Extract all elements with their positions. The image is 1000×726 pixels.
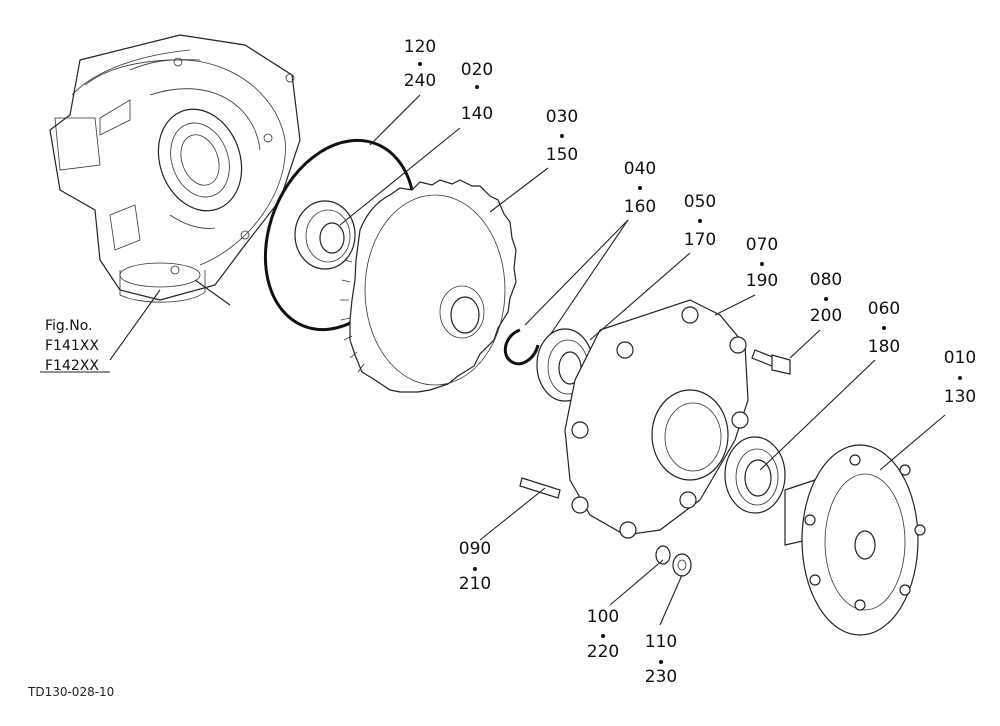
callout-top: 020 xyxy=(461,60,493,80)
figure-ref-line-2: F142XX xyxy=(45,358,99,374)
leader-lines xyxy=(40,94,946,626)
cover-plate-070 xyxy=(564,299,749,539)
callout-bottom: 200 xyxy=(810,306,842,326)
callout-top: 050 xyxy=(684,192,716,212)
snap-ring-040 xyxy=(503,328,540,366)
callout-top: 080 xyxy=(810,270,842,290)
washer-100 xyxy=(655,545,671,565)
callout-bottom: 190 xyxy=(746,271,778,291)
oil-seal-060 xyxy=(724,436,786,514)
callout-090-210: 090 210 xyxy=(459,539,491,594)
nut-110 xyxy=(672,553,692,577)
bolt-080 xyxy=(751,349,791,375)
figure-ref-label: Fig.No. xyxy=(45,318,93,334)
callout-030-150: 030 150 xyxy=(546,107,578,165)
callout-bottom: 210 xyxy=(459,574,491,594)
callout-top: 070 xyxy=(746,235,778,255)
stud-bolt-090 xyxy=(519,477,561,499)
callout-020-140: 020 140 xyxy=(461,60,493,124)
callout-bottom: 150 xyxy=(546,145,578,165)
ring-gear-030 xyxy=(340,179,517,393)
figure-ref-line-1: F141XX xyxy=(45,338,99,354)
flange-shaft-010 xyxy=(784,444,926,636)
callout-050-170: 050 170 xyxy=(684,192,716,250)
callout-bottom: 240 xyxy=(404,71,436,91)
callout-060-180: 060 180 xyxy=(868,299,900,357)
bearing-020 xyxy=(294,200,356,270)
callout-bottom: 130 xyxy=(944,387,976,407)
callout-top: 060 xyxy=(868,299,900,319)
callout-bottom: 160 xyxy=(624,197,656,217)
callout-040-160: 040 160 xyxy=(624,159,656,217)
callout-top: 120 xyxy=(404,37,436,57)
callout-bottom: 220 xyxy=(587,642,619,662)
callout-120-240: 120 240 xyxy=(404,37,436,91)
callout-100-220: 100 220 xyxy=(587,607,619,662)
callout-bottom: 230 xyxy=(645,667,677,687)
callout-bottom: 170 xyxy=(684,230,716,250)
callout-070-190: 070 190 xyxy=(746,235,778,291)
callout-top: 010 xyxy=(944,348,976,368)
callout-top: 110 xyxy=(645,632,677,652)
callout-top: 100 xyxy=(587,607,619,627)
callout-bottom: 180 xyxy=(868,337,900,357)
gear-case-housing xyxy=(49,34,301,303)
figure-reference: Fig.No. F141XX F142XX xyxy=(45,318,99,374)
callout-top: 090 xyxy=(459,539,491,559)
callout-080-200: 080 200 xyxy=(810,270,842,326)
drawing-code: TD130-028-10 xyxy=(27,685,114,699)
callout-010-130: 010 130 xyxy=(944,348,976,407)
callout-top: 040 xyxy=(624,159,656,179)
callout-top: 030 xyxy=(546,107,578,127)
callout-110-230: 110 230 xyxy=(645,632,677,687)
callout-bottom: 140 xyxy=(461,104,493,124)
